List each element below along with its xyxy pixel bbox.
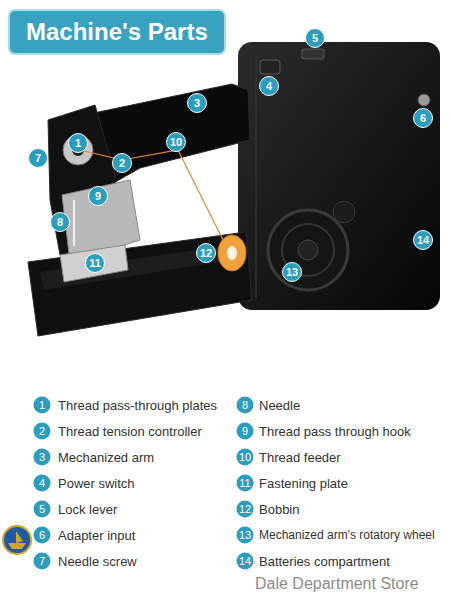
part-name: Bobbin (259, 502, 299, 517)
callout-number: 4 (259, 76, 279, 96)
machine-base (28, 232, 252, 336)
callout-number: 12 (196, 243, 216, 263)
list-number: 2 (34, 423, 51, 440)
list-number: 6 (34, 527, 51, 544)
wheel-hub (298, 240, 318, 260)
list-number: 14 (237, 553, 254, 570)
side-button (333, 201, 355, 223)
callout-number: 11 (85, 253, 105, 273)
callout-number: 6 (413, 108, 433, 128)
list-number: 5 (34, 501, 51, 518)
callout-number: 3 (187, 93, 207, 113)
needle-shape (73, 200, 75, 246)
body-seam (255, 56, 257, 298)
list-number: 13 (237, 527, 254, 544)
callout-number: 1 (68, 133, 88, 153)
machine-body (238, 42, 440, 310)
thread-line (80, 150, 226, 246)
title-banner: Machine's Parts (8, 9, 226, 55)
watermark: Dale Department Store (255, 575, 419, 593)
part-name: Power switch (58, 476, 135, 491)
part-name: Thread tension controller (58, 424, 202, 439)
callout-number: 8 (50, 212, 70, 232)
part-name: Fastening plate (259, 476, 348, 491)
callout-number: 14 (413, 230, 433, 250)
power-switch-shape (260, 60, 280, 74)
bobbin-shape (218, 235, 246, 271)
part-name: Mechanized arm (58, 450, 154, 465)
lock-lever-shape (302, 49, 324, 59)
fastening-plate-shape (60, 245, 128, 282)
list-number: 9 (237, 423, 254, 440)
logo-ship (8, 531, 26, 549)
part-name: Needle (259, 398, 300, 413)
store-logo (3, 526, 31, 554)
callout-number: 2 (112, 153, 132, 173)
list-number: 11 (237, 475, 254, 492)
rotary-wheel (268, 210, 348, 290)
list-number: 12 (237, 501, 254, 518)
callout-number: 5 (305, 28, 325, 48)
callout-number: 13 (282, 262, 302, 282)
part-name: Needle screw (58, 554, 137, 569)
list-number: 4 (34, 475, 51, 492)
list-number: 8 (237, 397, 254, 414)
adapter-socket (418, 94, 430, 106)
part-name: Thread pass-through plates (58, 398, 217, 413)
part-name: Lock lever (58, 502, 117, 517)
callout-number: 10 (166, 132, 186, 152)
part-name: Thread pass through hook (259, 424, 411, 439)
part-name: Mechanized arm's rotatory wheel (259, 528, 435, 543)
callout-number: 7 (28, 148, 48, 168)
part-name: Adapter input (58, 528, 135, 543)
list-number: 10 (237, 449, 254, 466)
callout-number: 9 (88, 186, 108, 206)
part-name: Thread feeder (259, 450, 341, 465)
list-number: 1 (34, 397, 51, 414)
part-name: Batteries compartment (259, 554, 390, 569)
list-number: 3 (34, 449, 51, 466)
bobbin-core (227, 246, 237, 260)
list-number: 7 (34, 553, 51, 570)
